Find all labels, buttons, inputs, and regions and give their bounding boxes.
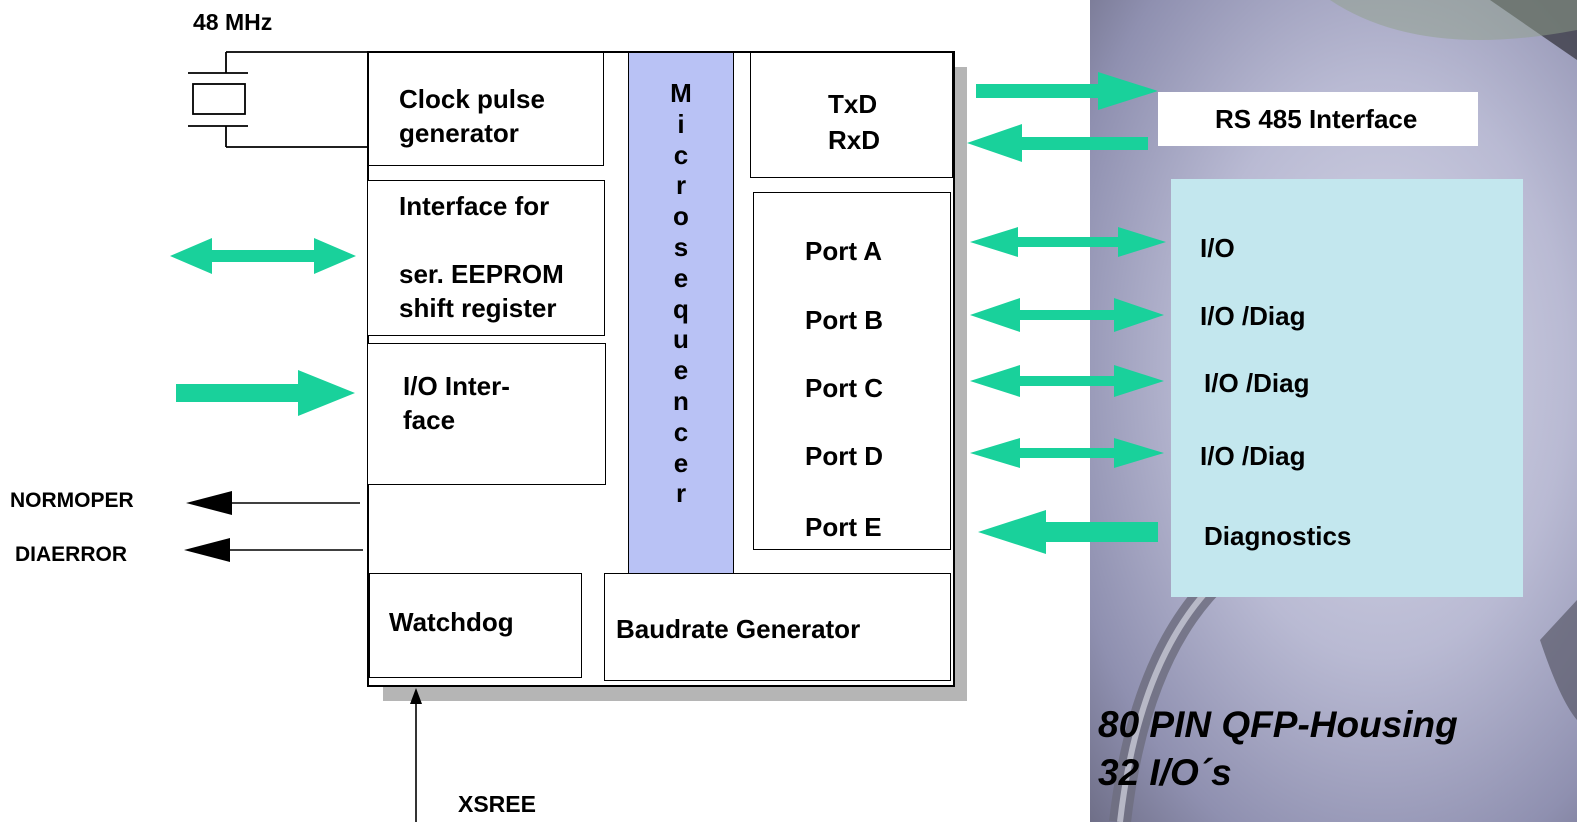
io-label-b: I/O /Diag: [1200, 301, 1306, 331]
io-label-d: I/O /Diag: [1200, 441, 1306, 471]
port-d-label: Port D: [805, 441, 883, 471]
port-b-label: Port B: [805, 305, 883, 335]
port-a-arrow: [970, 227, 1166, 257]
rs485-label-box: [1158, 92, 1478, 146]
port-a-label: Port A: [805, 236, 883, 266]
rs485-label: RS 485 Interface: [1215, 104, 1418, 134]
rxd-arrow: [967, 124, 1148, 162]
eeprom-bidir-arrow: [170, 238, 356, 274]
io-label-c: I/O /Diag: [1204, 368, 1310, 398]
baudrate-label: Baudrate Generator: [616, 614, 861, 644]
baudrate-generator-block: [604, 573, 951, 681]
clock-gen-line2: generator: [399, 118, 519, 148]
clock-pulse-generator-block: [368, 52, 604, 166]
clock-frequency-label: 48 MHz: [193, 9, 273, 35]
port-e-label: Port E: [805, 512, 882, 542]
io-input-arrow: [176, 370, 355, 416]
xsree-label: XSREE: [458, 791, 536, 817]
io-panel: [1171, 179, 1523, 597]
eeprom-line2: ser. EEPROM: [399, 259, 564, 289]
port-d-arrow: [970, 438, 1164, 468]
port-c-arrow: [970, 365, 1164, 397]
normoper-label: NORMOPER: [10, 489, 134, 512]
rxd-label: RxD: [828, 125, 881, 155]
diaerror-arrowhead: [184, 538, 230, 562]
txd-arrow: [976, 72, 1158, 110]
eeprom-interface-block: [367, 180, 605, 336]
diaerror-label: DIAERROR: [15, 543, 128, 566]
port-c-label: Port C: [805, 373, 883, 403]
io-if-line1: I/O Inter-: [403, 371, 510, 401]
microsequencer-block: [628, 52, 734, 578]
txd-rxd-block: [750, 52, 953, 178]
watchdog-label: Watchdog: [389, 607, 514, 637]
eeprom-line3: shift register: [399, 293, 557, 323]
port-e-arrow: [978, 510, 1158, 554]
xsree-arrowhead: [410, 688, 422, 704]
normoper-arrowhead: [186, 491, 232, 515]
io-if-line2: face: [403, 405, 456, 435]
io-interface-block: [367, 343, 606, 485]
microsequencer-label: M i c r o s e q u e n c e r: [670, 78, 692, 509]
port-b-arrow: [970, 298, 1164, 332]
watchdog-block: [369, 573, 582, 678]
txd-label: TxD: [828, 89, 878, 119]
ports-block: [753, 192, 951, 550]
housing-line1: 80 PIN QFP-Housing: [1098, 704, 1458, 745]
clock-gen-line1: Clock pulse: [399, 84, 545, 114]
crystal-oscillator-icon: [188, 51, 367, 148]
eeprom-line1: Interface for: [399, 191, 550, 221]
io-label-a: I/O: [1200, 233, 1235, 263]
diagnostics-label: Diagnostics: [1204, 521, 1352, 551]
housing-line2: 32 I/O´s: [1098, 752, 1232, 793]
